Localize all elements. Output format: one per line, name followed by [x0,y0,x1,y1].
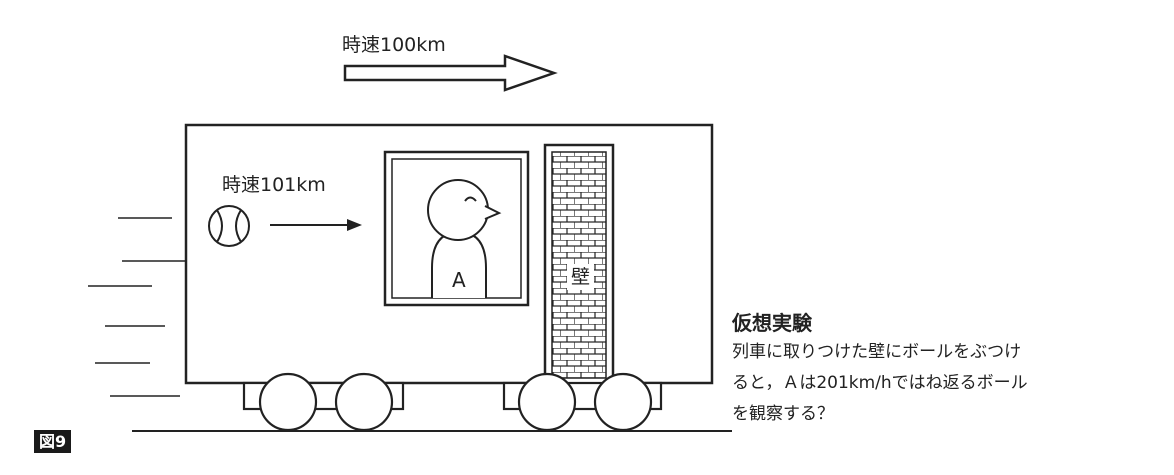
figure-number-badge: 図9 [34,430,72,453]
ball-direction-arrow [270,219,362,231]
caption-title: 仮想実験 [732,311,812,335]
ball-speed-label: 時速101km [222,174,326,196]
undercarriage [242,372,663,432]
wall-label: 壁 [567,264,595,290]
caption: 仮想実験 列車に取りつけた壁にボールをぶつけ ると，Ａは201km/hではね返る… [732,309,1172,430]
caption-line: を観察する？ [732,404,834,424]
observer-label: A [452,268,466,292]
observer-figure [427,179,502,298]
train-speed-label: 時速100km [342,34,446,56]
caption-line: 列車に取りつけた壁にボールをぶつけ [732,342,1022,362]
caption-line: ると，Ａは201km/hではね返るボール [732,373,1028,393]
baseball-icon [208,205,250,247]
train-direction-arrow [343,54,558,92]
motion-lines [88,217,186,397]
